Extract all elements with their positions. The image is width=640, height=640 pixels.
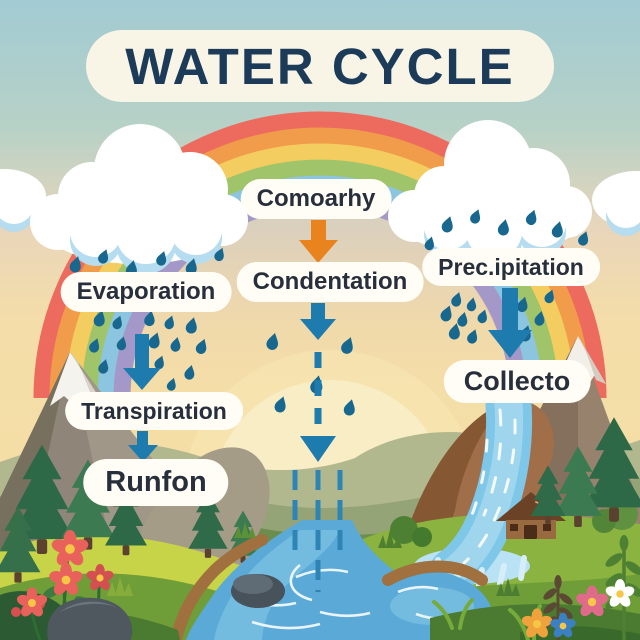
pond-bank (382, 560, 488, 586)
river-bank-left (170, 534, 268, 640)
edge-clouds (0, 169, 640, 236)
left-cloud (30, 124, 248, 274)
blue-down-arrow-right-icon (488, 288, 532, 358)
label-runoff: Runfon (83, 459, 229, 507)
title-banner: WATER CYCLE (86, 30, 554, 102)
label-top-center: Comoarhy (240, 179, 392, 219)
plant-patch-right (432, 535, 640, 640)
dashed-arrow-center-icon (300, 352, 336, 462)
orange-down-arrow-icon (299, 220, 338, 263)
label-condensation: Condentation (236, 262, 424, 302)
rock-left (47, 597, 133, 640)
river (170, 520, 496, 640)
page-title: WATER CYCLE (125, 37, 515, 95)
infiltration-dashes (292, 470, 343, 592)
label-collection: Collecto (443, 360, 591, 404)
label-evaporation: Evaporation (60, 272, 232, 312)
pine-trees-right (530, 417, 640, 533)
waterfall (414, 375, 533, 598)
label-transpiration: Transpiration (65, 392, 243, 431)
river-rock (231, 574, 285, 608)
label-precipitation: Prec.ipitation (422, 248, 600, 287)
grass-tufts (106, 516, 520, 596)
blue-down-arrow-center-icon (300, 303, 336, 340)
blue-down-arrow-left-small-icon (128, 431, 158, 462)
right-cloud (388, 120, 592, 268)
blue-down-arrow-left-icon (123, 334, 161, 390)
